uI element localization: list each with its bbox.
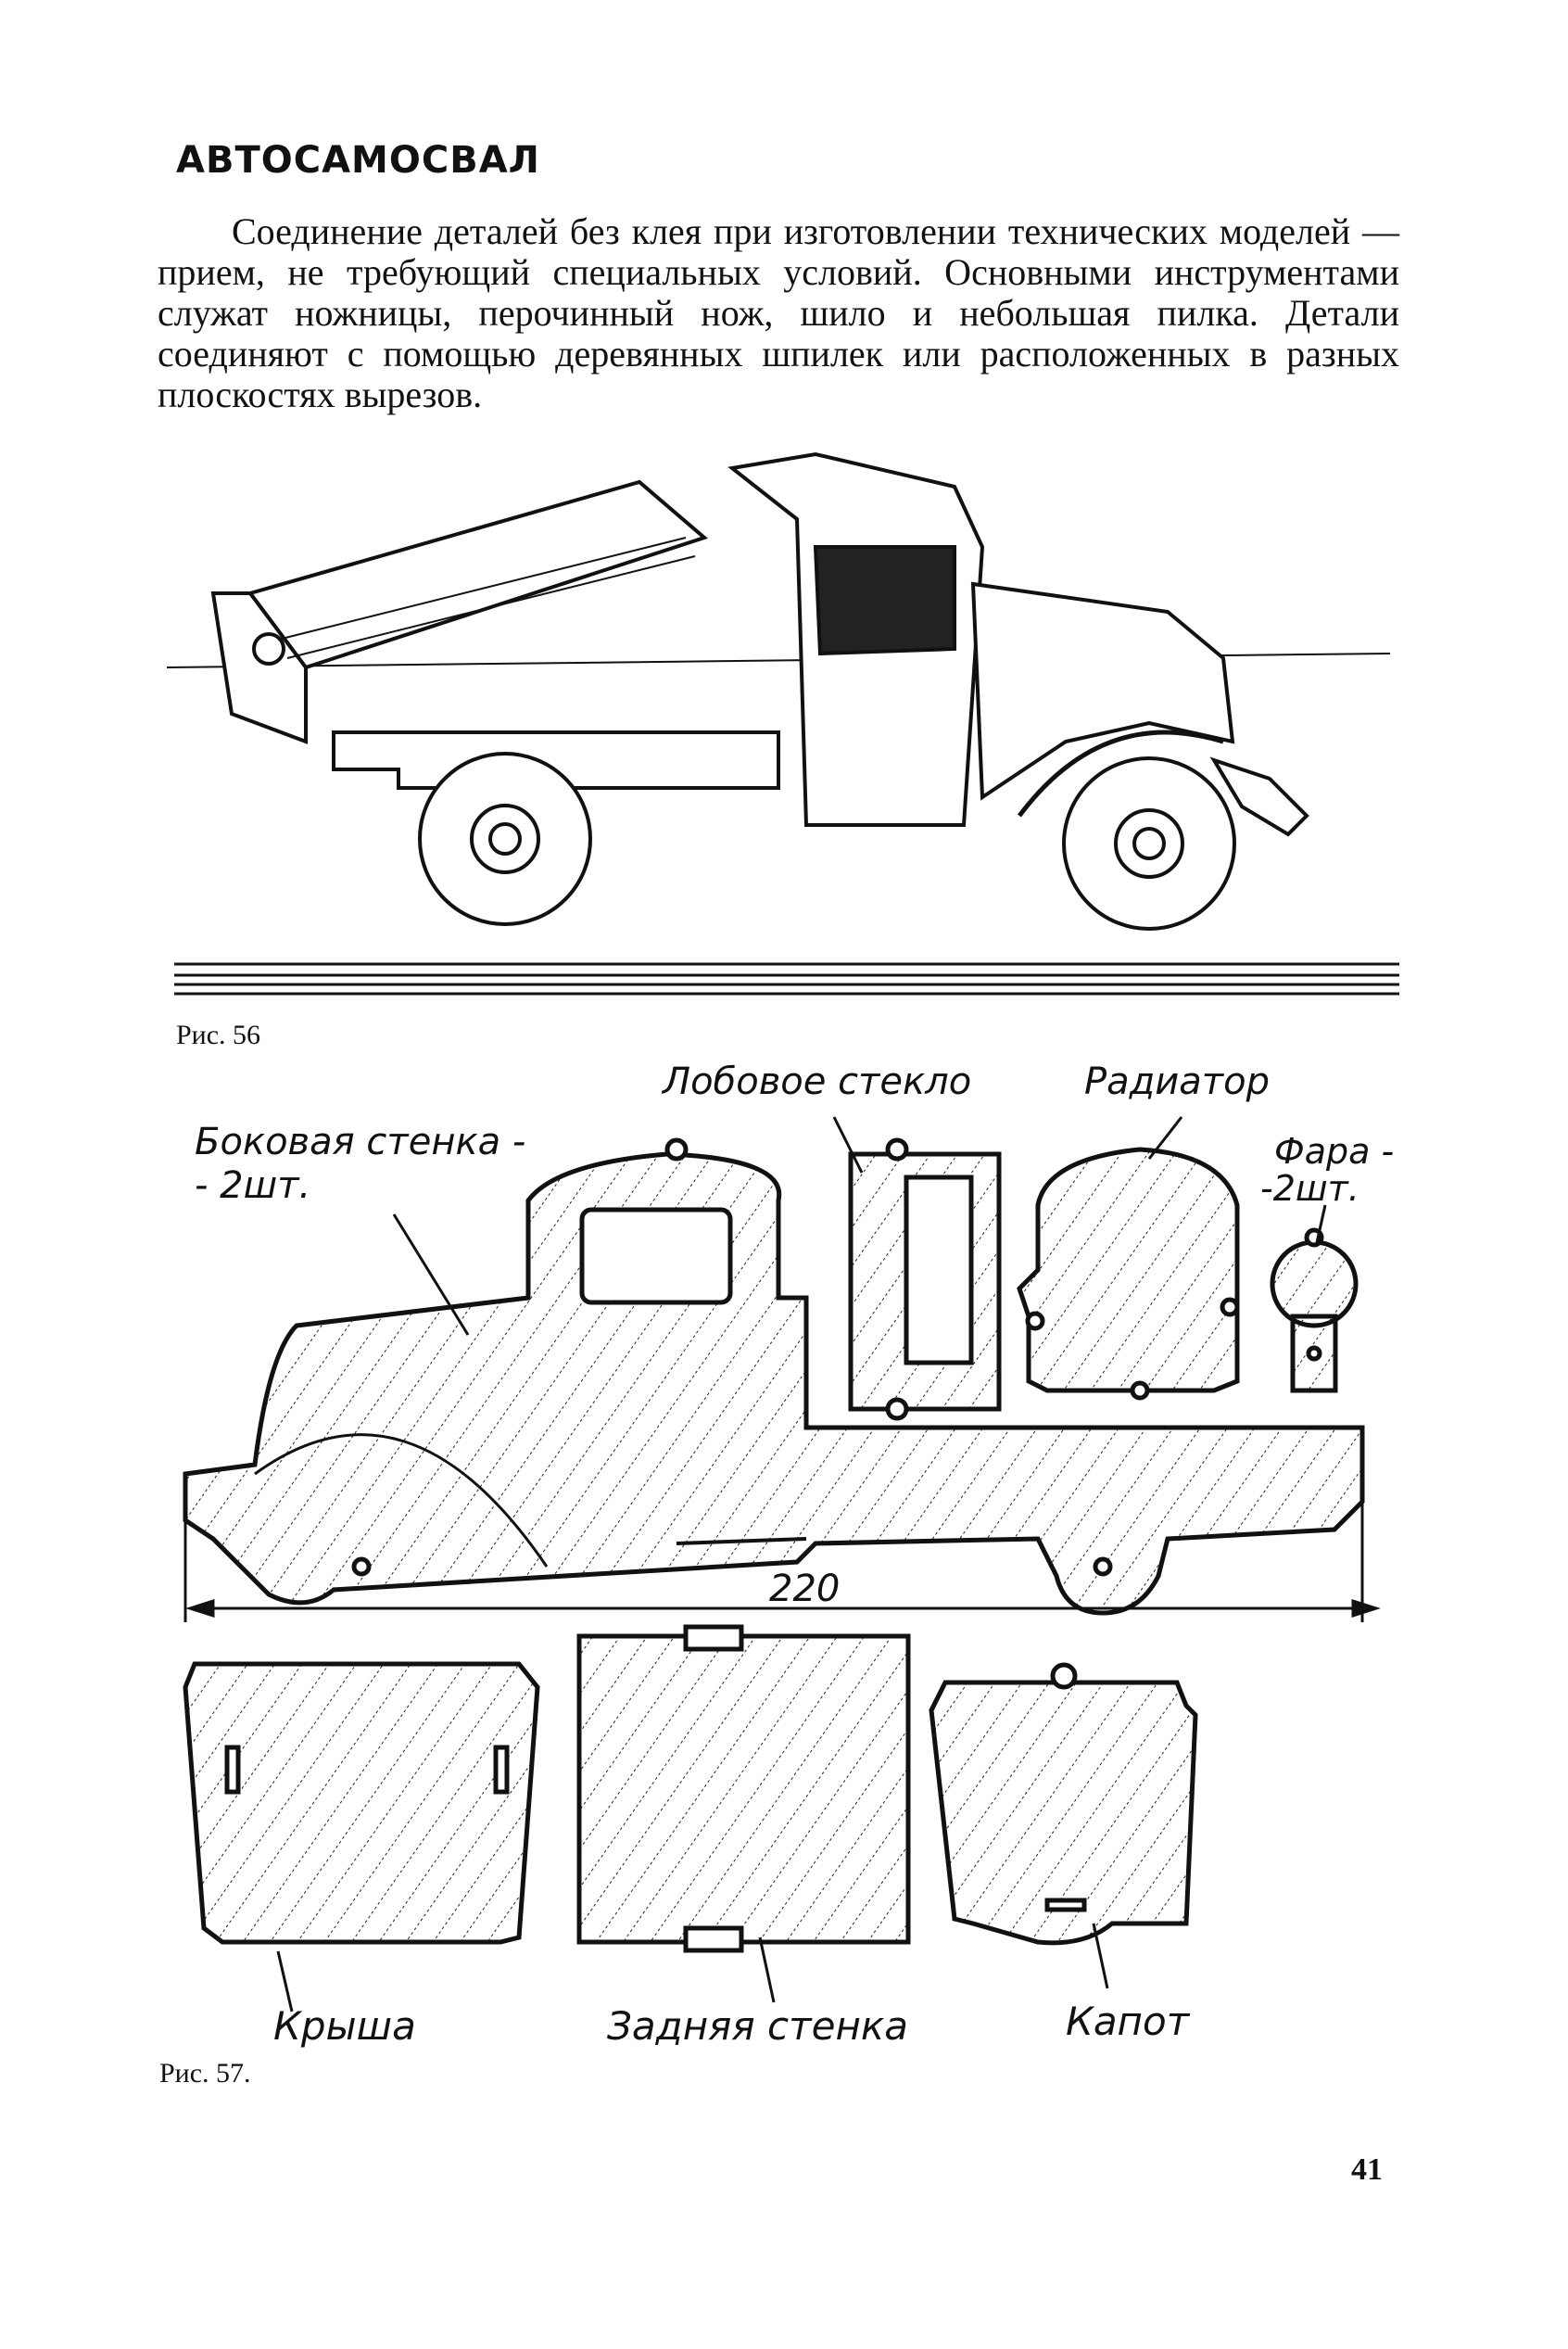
dimension-line (183, 1502, 1381, 1622)
back-wall-part (576, 1633, 911, 1945)
headlight-part (1270, 1239, 1359, 1328)
figure-separator (174, 962, 1399, 996)
hood-part (929, 1680, 1198, 1946)
dimension-label: 220 (769, 1568, 840, 1610)
label-side-wall: Боковая стенка - (195, 1121, 525, 1163)
figure-56-caption: Рис. 56 (176, 1020, 261, 1050)
label-headlight-qty: -2шт. (1260, 1168, 1359, 1209)
label-radiator: Радиатор (1084, 1060, 1270, 1103)
radiator-part (1017, 1147, 1240, 1393)
label-headlight: Фара - (1274, 1131, 1394, 1172)
label-back-wall: Задняя стенка (607, 2003, 908, 2049)
label-hood: Капот (1066, 1999, 1191, 2044)
label-windshield: Лобовое стекло (661, 1060, 971, 1103)
figure-57-caption: Рис. 57. (159, 2058, 251, 2089)
page-number: 41 (1351, 2152, 1383, 2187)
body-paragraph: Соединение деталей без клея при изготовл… (158, 210, 1399, 415)
roof-part (183, 1661, 540, 1945)
parts-templates (183, 1137, 1365, 1953)
label-side-wall-qty: - 2шт. (195, 1164, 310, 1207)
label-roof: Крыша (273, 2003, 416, 2049)
dump-truck-illustration (166, 451, 1391, 931)
leader-lines (276, 1116, 1327, 2013)
page-heading: АВТОСАМОСВАЛ (176, 139, 540, 182)
